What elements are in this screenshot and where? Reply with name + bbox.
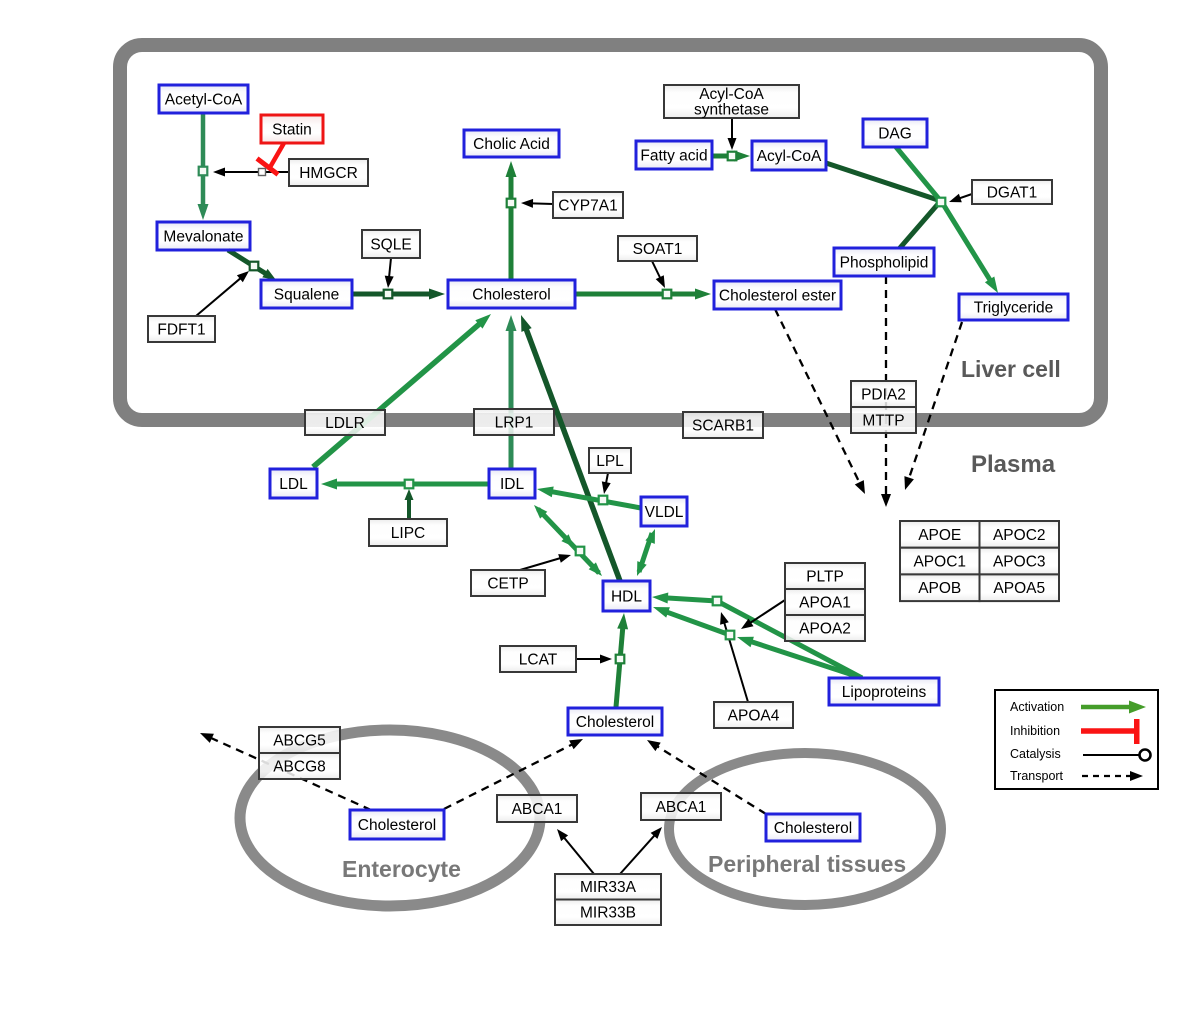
svg-text:ABCA1: ABCA1 [656,799,707,816]
svg-text:Lipoproteins: Lipoproteins [842,684,927,701]
svg-text:Triglyceride: Triglyceride [974,299,1054,316]
svg-text:DAG: DAG [878,125,912,142]
svg-text:SQLE: SQLE [370,236,411,253]
svg-text:HDL: HDL [611,588,642,605]
svg-text:Mevalonate: Mevalonate [163,228,243,245]
svg-text:Cholesterol ester: Cholesterol ester [719,287,836,304]
svg-text:Catalysis: Catalysis [1010,747,1061,761]
svg-text:APOA1: APOA1 [799,594,851,611]
svg-text:Acyl-CoA: Acyl-CoA [757,148,822,165]
svg-text:synthetase: synthetase [694,102,769,119]
svg-text:SOAT1: SOAT1 [633,241,683,258]
svg-text:LCAT: LCAT [519,651,558,668]
svg-text:Phospholipid: Phospholipid [840,254,929,271]
svg-text:IDL: IDL [500,476,525,493]
svg-text:APOC2: APOC2 [993,527,1046,544]
svg-text:Inhibition: Inhibition [1010,724,1060,738]
svg-text:LRP1: LRP1 [495,414,534,431]
svg-text:APOA4: APOA4 [728,707,780,724]
svg-text:LDL: LDL [279,476,308,493]
svg-text:PLTP: PLTP [806,568,844,585]
svg-text:Squalene: Squalene [274,286,340,303]
svg-text:Peripheral tissues: Peripheral tissues [708,851,906,877]
svg-text:APOC1: APOC1 [913,554,966,571]
svg-text:LIPC: LIPC [391,525,425,542]
svg-text:Enterocyte: Enterocyte [342,856,461,882]
svg-text:Cholesterol: Cholesterol [358,817,436,834]
svg-text:Transport: Transport [1010,769,1064,783]
svg-text:DGAT1: DGAT1 [987,184,1038,201]
svg-text:Liver cell: Liver cell [961,356,1061,382]
svg-text:PDIA2: PDIA2 [861,386,906,403]
svg-text:APOB: APOB [918,580,961,597]
svg-text:Cholesterol: Cholesterol [774,820,852,837]
svg-text:Cholesterol: Cholesterol [472,286,550,303]
svg-text:CYP7A1: CYP7A1 [558,197,617,214]
svg-text:Acyl-CoA: Acyl-CoA [699,86,764,103]
svg-text:ABCA1: ABCA1 [512,801,563,818]
svg-text:SCARB1: SCARB1 [692,417,754,434]
svg-text:ABCG5: ABCG5 [273,732,326,749]
svg-text:APOE: APOE [918,527,961,544]
svg-text:APOA2: APOA2 [799,620,851,637]
svg-text:LDLR: LDLR [325,415,365,432]
svg-text:Activation: Activation [1010,700,1064,714]
svg-text:LPL: LPL [596,453,624,470]
svg-text:APOC3: APOC3 [993,554,1046,571]
svg-text:FDFT1: FDFT1 [157,321,205,338]
svg-text:MTTP: MTTP [862,412,904,429]
svg-text:Cholesterol: Cholesterol [576,714,654,731]
svg-text:MIR33B: MIR33B [580,905,636,922]
svg-text:HMGCR: HMGCR [299,165,358,182]
svg-text:MIR33A: MIR33A [580,879,637,896]
svg-text:Cholic Acid: Cholic Acid [473,136,550,153]
svg-text:Statin: Statin [272,121,312,138]
svg-text:ABCG8: ABCG8 [273,758,326,775]
svg-text:Plasma: Plasma [971,451,1056,478]
svg-text:Acetyl-CoA: Acetyl-CoA [165,91,243,108]
svg-text:APOA5: APOA5 [993,580,1045,597]
svg-text:CETP: CETP [487,575,528,592]
svg-text:VLDL: VLDL [645,504,684,521]
svg-text:Fatty acid: Fatty acid [640,147,707,164]
